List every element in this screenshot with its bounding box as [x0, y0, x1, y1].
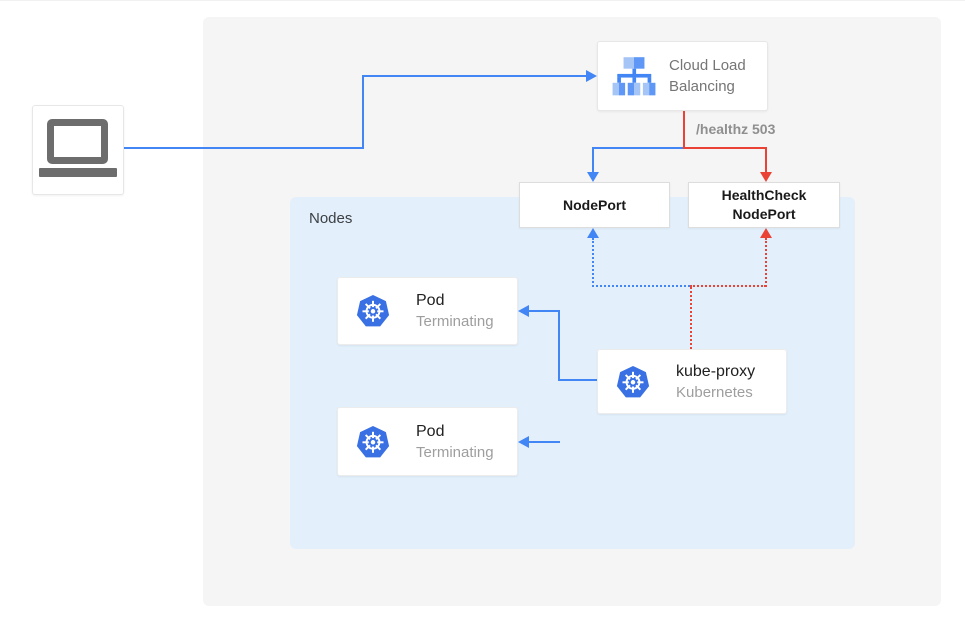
nodeport-node: NodePort	[519, 182, 670, 228]
edge-clb-drop-red	[683, 111, 685, 149]
healthz-503-label: /healthz 503	[696, 121, 776, 137]
pod-1-status: Terminating	[416, 313, 494, 330]
edge-kproxy-pod2-arrowhead	[518, 436, 529, 448]
edge-clb-hc-v	[765, 147, 767, 173]
edge-clb-nodeport-h	[592, 147, 685, 149]
pod-2-node: Pod Terminating	[337, 407, 518, 476]
kubernetes-icon	[616, 365, 650, 397]
pod-2-status: Terminating	[416, 443, 494, 461]
edge-kproxy-hc-arrowhead	[760, 228, 772, 238]
load-balancer-icon	[612, 57, 656, 96]
kubernetes-icon	[356, 425, 390, 457]
healthcheck-nodeport-label: HealthCheck NodePort	[721, 187, 807, 222]
edge-client-clb-arrowhead	[586, 70, 597, 82]
edge-clb-nodeport-v	[592, 147, 594, 173]
edge-kproxy-hc-h	[690, 285, 766, 287]
healthcheck-nodeport-node: HealthCheck NodePort	[688, 182, 840, 228]
edge-client-clb-seg2	[362, 75, 364, 149]
cloud-load-balancing-label: Cloud Load Balancing	[669, 57, 746, 95]
edge-kproxy-nodeport-arrowhead	[587, 228, 599, 238]
nodes-group-label: Nodes	[309, 210, 353, 227]
nodeport-label: NodePort	[563, 196, 626, 213]
edge-kproxy-pod2-h	[528, 441, 560, 443]
cloud-load-balancing-node: Cloud Load Balancing	[597, 41, 768, 111]
edge-clb-hc-arrowhead	[760, 172, 772, 182]
edge-kproxy-hc-v	[765, 238, 767, 287]
edge-kproxy-nodeport-h	[592, 285, 690, 287]
client-node	[32, 105, 124, 195]
kube-proxy-subtitle: Kubernetes	[676, 383, 753, 401]
edge-client-clb-seg1	[124, 147, 364, 149]
pod-1-title: Pod	[416, 292, 445, 309]
kube-proxy-node: kube-proxy Kubernetes	[597, 349, 787, 414]
kube-proxy-title: kube-proxy	[676, 362, 756, 380]
edge-kproxy-pod1-arrowhead	[518, 305, 529, 317]
edge-kproxy-stem	[690, 287, 692, 349]
edge-client-clb-seg3	[362, 75, 586, 77]
pod-2-title: Pod	[416, 422, 445, 440]
edge-clb-nodeport-arrowhead	[587, 172, 599, 182]
kubernetes-icon	[356, 294, 390, 327]
edge-clb-hc-h	[683, 147, 767, 149]
edge-kproxy-nodeport-v	[592, 238, 594, 287]
edge-kproxy-pod1-h	[528, 310, 560, 312]
edge-kproxy-pods-h	[558, 379, 597, 381]
pod-1-node: Pod Terminating	[337, 277, 518, 345]
laptop-icon	[39, 119, 117, 181]
edge-kproxy-pods-v	[558, 311, 560, 381]
